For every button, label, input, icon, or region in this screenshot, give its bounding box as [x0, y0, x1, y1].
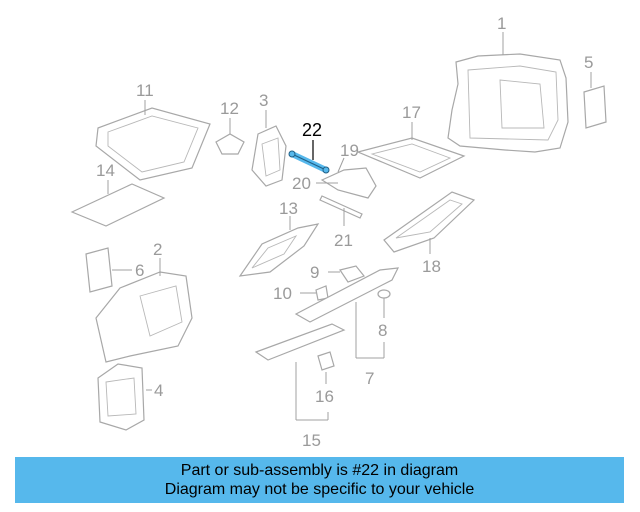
callout-10: 10 [273, 284, 292, 303]
callout-17: 17 [402, 103, 421, 122]
caption-line-2: Diagram may not be specific to your vehi… [164, 481, 475, 498]
part-2-side-trim [95, 258, 193, 363]
callout-16: 16 [315, 387, 334, 406]
callout-13: 13 [279, 199, 298, 218]
callout-6: 6 [135, 261, 144, 280]
part-21-rod [319, 195, 363, 226]
part-14-panel [70, 180, 166, 227]
part-6-cover [85, 247, 132, 293]
part-19-tool [320, 157, 377, 199]
callout-4: 4 [154, 381, 163, 400]
part-10-clip [300, 285, 329, 301]
callout-19: 19 [340, 141, 359, 160]
caption-line-1: Part or sub-assembly is #22 in diagram [180, 462, 459, 479]
callout-14: 14 [96, 161, 115, 180]
callout-1: 1 [497, 14, 506, 33]
callout-2: 2 [153, 240, 162, 259]
callout-21: 21 [334, 231, 353, 250]
part-12-clip [215, 118, 245, 155]
parts-diagram: 1 5 11 12 3 22 19 20 [70, 14, 607, 450]
part-9-clip [328, 265, 365, 283]
callout-15: 15 [302, 431, 321, 450]
part-5-cover [583, 72, 607, 129]
callout-12: 12 [220, 99, 239, 118]
part-8-fastener [377, 289, 391, 318]
part-22-highlighted [288, 140, 330, 174]
callout-18: 18 [422, 257, 441, 276]
callout-9: 9 [310, 263, 319, 282]
callout-3: 3 [259, 91, 268, 110]
callout-8: 8 [378, 321, 387, 340]
callout-11: 11 [136, 81, 154, 100]
part-1-quarter-trim-panel [447, 32, 569, 153]
part-17-tray [356, 122, 466, 179]
part-4-storage-bin [97, 363, 152, 431]
callout-20: 20 [292, 174, 311, 193]
part-18-jack [383, 191, 476, 254]
part-7-sill-plate [294, 267, 400, 359]
part-3-bracket [251, 110, 287, 187]
part-15-scuff-plate [254, 323, 346, 421]
part-13-trim [238, 216, 320, 277]
callout-22: 22 [302, 120, 322, 140]
part-16-pad [317, 351, 335, 384]
callout-5: 5 [584, 53, 593, 72]
part-11-cargo-mat [95, 100, 211, 181]
callout-7: 7 [365, 369, 374, 388]
caption-banner: Part or sub-assembly is #22 in diagram D… [15, 457, 624, 503]
